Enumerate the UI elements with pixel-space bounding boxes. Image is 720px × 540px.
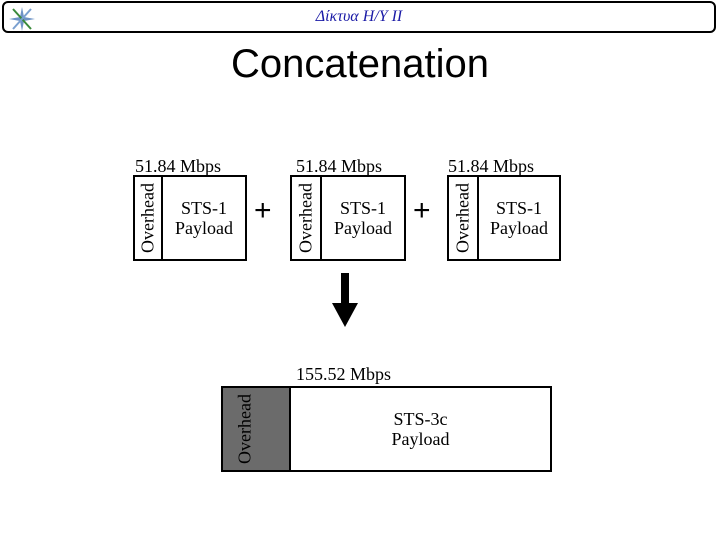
plus-sign-1: + — [254, 194, 272, 227]
result-overhead-label: Overhead — [234, 394, 255, 464]
arrow-down-icon — [332, 273, 358, 327]
frame-3-overhead-label: Overhead — [452, 183, 473, 253]
result-payload-line2: Payload — [391, 429, 450, 449]
frame-1-overhead: Overhead — [135, 177, 163, 259]
header-title: Δίκτυα Η/Υ ΙΙ — [315, 8, 403, 25]
result-frame: Overhead STS-3c Payload — [221, 386, 552, 472]
frame-3: Overhead STS-1 Payload — [447, 175, 561, 261]
frame-3-payload: STS-1 Payload — [479, 177, 559, 259]
frame-3-payload-line1: STS-1 — [495, 198, 542, 218]
frame-1-overhead-label: Overhead — [137, 183, 158, 253]
result-payload-line1: STS-3c — [393, 409, 448, 429]
frame-3-rate: 51.84 Mbps — [448, 156, 535, 176]
frame-2-payload: STS-1 Payload — [322, 177, 404, 259]
result-overhead: Overhead — [223, 388, 291, 470]
frame-2-payload-line2: Payload — [334, 218, 392, 238]
frame-1-payload-line1: STS-1 — [180, 198, 227, 218]
result-payload: STS-3c Payload — [291, 388, 550, 470]
frame-2-rate: 51.84 Mbps — [296, 156, 383, 176]
frame-2-overhead-label: Overhead — [295, 183, 316, 253]
frame-1-rate: 51.84 Mbps — [135, 156, 222, 176]
result-rate: 155.52 Mbps — [296, 364, 392, 384]
frame-1-payload-line2: Payload — [175, 218, 233, 238]
page-title: Concatenation — [231, 42, 489, 86]
frame-1: Overhead STS-1 Payload — [133, 175, 247, 261]
frame-1-payload: STS-1 Payload — [163, 177, 245, 259]
frame-2: Overhead STS-1 Payload — [290, 175, 406, 261]
frame-3-overhead: Overhead — [449, 177, 479, 259]
plus-sign-2: + — [413, 194, 431, 227]
frame-2-payload-line1: STS-1 — [339, 198, 386, 218]
frame-3-payload-line2: Payload — [490, 218, 548, 238]
star-logo-icon — [9, 7, 35, 31]
frame-2-overhead: Overhead — [292, 177, 322, 259]
header-bar: Δίκτυα Η/Υ ΙΙ — [2, 1, 716, 33]
